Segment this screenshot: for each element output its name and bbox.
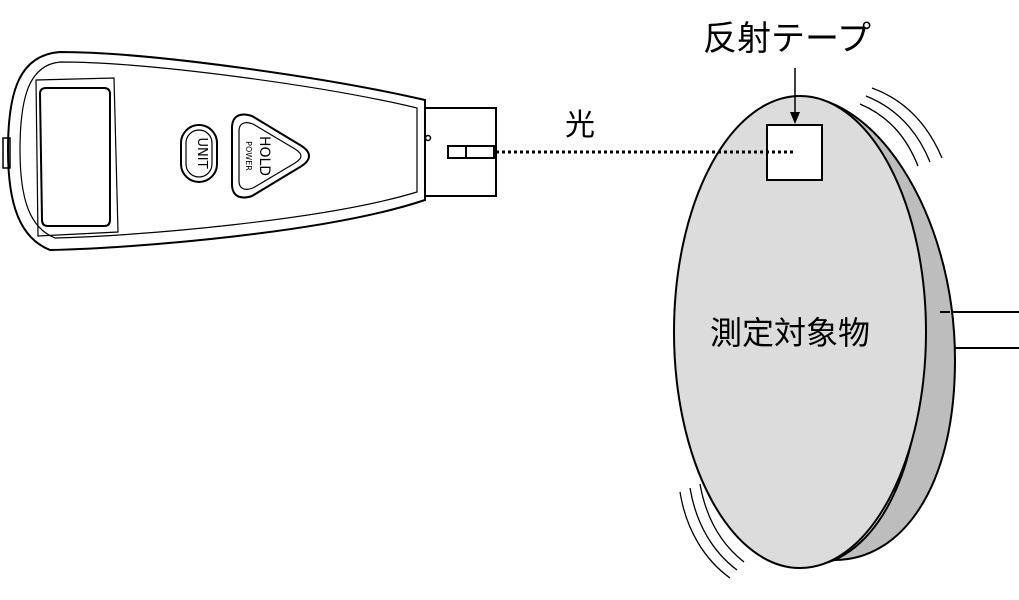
tape-pointer-arrowhead (790, 112, 800, 124)
emitter-slot (447, 145, 495, 159)
hold-power-button (231, 113, 310, 199)
tachometer-device (2, 50, 497, 252)
unit-button-label: UNIT (194, 137, 209, 168)
device-display-bezel (35, 77, 119, 237)
hold-label: HOLD (256, 136, 272, 176)
rotation-motion-lines-top (859, 87, 943, 167)
reflective-tape-label: 反射テープ (703, 19, 871, 59)
unit-button (180, 124, 218, 183)
power-label: POWER (244, 141, 253, 171)
unit-button-inner (185, 129, 213, 178)
hold-power-button-inner (238, 122, 302, 190)
rotation-motion-lines-bottom (679, 483, 745, 579)
sensor-dot (424, 134, 432, 142)
target-object-label: 測定対象物 (710, 314, 870, 352)
light-label: 光 (565, 108, 595, 143)
disc-face (673, 95, 927, 569)
device-body-inner (19, 61, 418, 239)
device-display (38, 87, 111, 227)
sensor-head (425, 107, 497, 197)
device-side-button (2, 137, 11, 169)
reflective-tape (766, 124, 823, 181)
